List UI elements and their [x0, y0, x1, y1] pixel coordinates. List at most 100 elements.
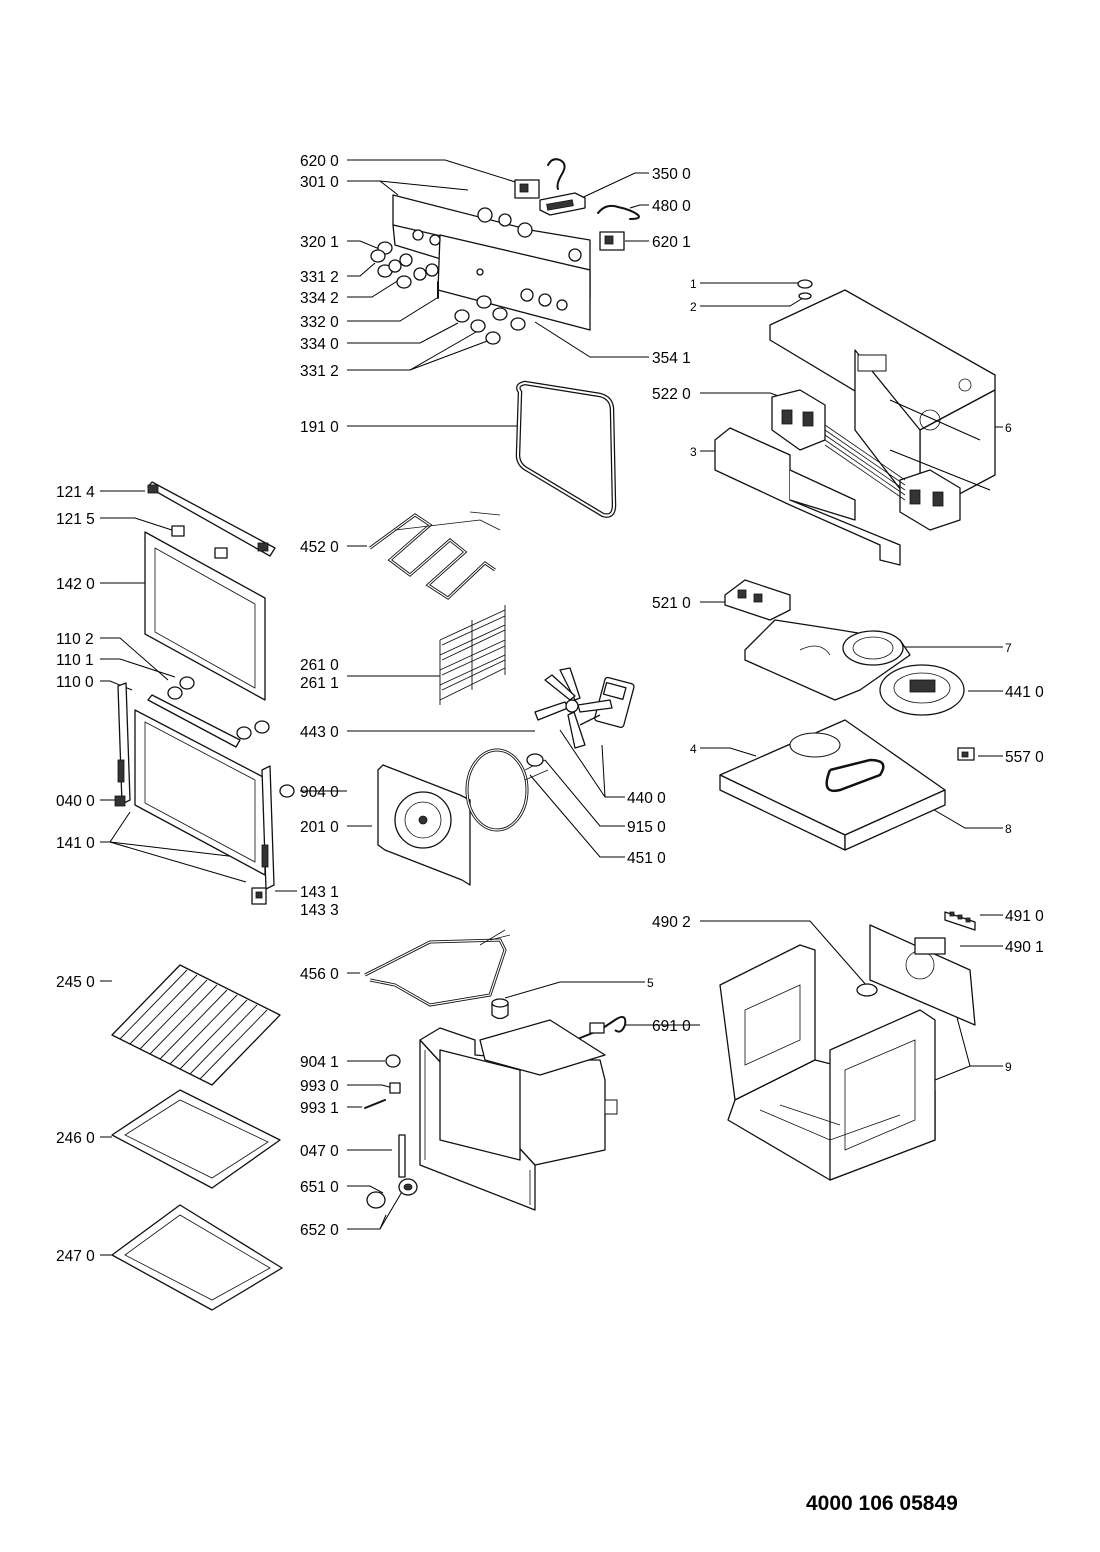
door-frame-110-0 [134, 694, 266, 876]
callout-915-0: 915 0 [627, 819, 666, 836]
lower-element-456-0 [364, 929, 511, 1007]
callout-332-0: 332 0 [300, 314, 339, 331]
callout-110-1: 110 1 [56, 652, 94, 669]
callout-904-1: 904 1 [300, 1054, 339, 1071]
knob-904-1 [385, 1054, 401, 1068]
oven-cavity [419, 1019, 618, 1211]
callout-904-0: 904 0 [300, 784, 339, 801]
gasket-191-0 [515, 380, 617, 518]
callout-3: 3 [690, 445, 697, 459]
bezel-652-0 [398, 1178, 418, 1196]
strip-047-0 [398, 1134, 406, 1178]
knobs-right-group [454, 295, 526, 345]
callout-440-0: 440 0 [627, 790, 666, 807]
fan-blade-443-0 [534, 667, 613, 749]
callout-121-5: 121 5 [56, 511, 95, 528]
callout-620-1: 620 1 [652, 234, 691, 251]
callout-441-0: 441 0 [1005, 684, 1044, 701]
callout-443-0: 443 0 [300, 724, 339, 741]
callout-5: 5 [647, 976, 654, 990]
bottom-plate-4 [719, 719, 946, 851]
part-915-0 [526, 753, 544, 767]
probe-691-0 [574, 1015, 627, 1041]
callout-301-0: 301 0 [300, 174, 339, 191]
callout-040-0: 040 0 [56, 793, 95, 810]
part-557-0 [957, 747, 975, 761]
fan-housing-7 [744, 619, 911, 701]
callout-1: 1 [690, 277, 697, 291]
callout-201-0: 201 0 [300, 819, 339, 836]
door-glass-142-0 [144, 531, 266, 701]
callout-191-0: 191 0 [300, 419, 339, 436]
door-top-trim-121-4 [147, 481, 276, 557]
callout-labels: 620 0 301 0 350 0 480 0 620 1 320 1 331 … [56, 153, 1044, 1265]
circular-element-451-0 [465, 748, 549, 832]
callout-261-0: 261 0 [300, 657, 339, 674]
callout-993-0: 993 0 [300, 1078, 339, 1095]
callout-452-0: 452 0 [300, 539, 339, 556]
latch-040-0 [114, 795, 126, 807]
parts-drawings [111, 158, 996, 1311]
callout-143-3: 143 3 [300, 902, 339, 919]
knobs-left-group [370, 241, 439, 299]
callout-9: 9 [1005, 1060, 1012, 1074]
callout-521-0: 521 0 [652, 595, 691, 612]
callout-490-2: 490 2 [652, 914, 691, 931]
callout-143-1: 143 1 [300, 884, 339, 901]
callout-246-0: 246 0 [56, 1130, 95, 1147]
callout-247-0: 247 0 [56, 1248, 95, 1265]
ring-1 [797, 279, 813, 289]
callout-331-2-lower: 331 2 [300, 363, 339, 380]
display-350-0 [539, 192, 586, 216]
callout-620-0: 620 0 [300, 153, 339, 170]
relay-boards-522-0 [771, 389, 961, 531]
hinge-143 [251, 887, 267, 905]
grommet-490-2 [856, 983, 878, 997]
wire-rack-245-0 [111, 964, 281, 1086]
outer-casing-9 [719, 944, 936, 1181]
grill-element-452-0 [369, 511, 501, 600]
callout-110-0: 110 0 [56, 674, 94, 691]
callout-261-1: 261 1 [300, 675, 339, 692]
callout-522-0: 522 0 [652, 386, 691, 403]
lamp-5 [491, 998, 509, 1020]
knob-651-0 [366, 1191, 386, 1209]
callout-110-2: 110 2 [56, 631, 94, 648]
callout-350-0: 350 0 [652, 166, 691, 183]
callout-557-0: 557 0 [1005, 749, 1044, 766]
callout-491-0: 491 0 [1005, 908, 1044, 925]
callout-320-1: 320 1 [300, 234, 339, 251]
callout-8: 8 [1005, 822, 1012, 836]
fan-motor-440-0 [579, 676, 635, 729]
wire-480-0 [597, 204, 640, 220]
document-number: 4000 106 05849 [806, 1492, 958, 1515]
callout-490-1: 490 1 [1005, 939, 1044, 956]
callout-331-2-upper: 331 2 [300, 269, 339, 286]
callout-121-4: 121 4 [56, 484, 95, 501]
switch-620-1 [599, 231, 625, 251]
callout-334-0: 334 0 [300, 336, 339, 353]
callout-451-0: 451 0 [627, 850, 666, 867]
callout-354-1: 354 1 [652, 350, 691, 367]
back-panel-201-0 [377, 764, 471, 886]
part-993-0 [389, 1082, 401, 1094]
callout-993-1: 993 1 [300, 1100, 339, 1117]
cooling-fan-441-0 [879, 664, 965, 716]
ring-2 [798, 292, 812, 300]
callout-7: 7 [1005, 641, 1012, 655]
tray-246-0 [111, 1089, 281, 1189]
callout-691-0: 691 0 [652, 1018, 691, 1035]
callout-141-0: 141 0 [56, 835, 95, 852]
tray-247-0 [111, 1204, 283, 1311]
module-521-0 [724, 579, 791, 621]
callout-456-0: 456 0 [300, 966, 339, 983]
glass-pads-110 [167, 676, 270, 740]
knob-904-0 [279, 784, 295, 798]
door-side-rails [117, 682, 275, 890]
callout-652-0: 652 0 [300, 1222, 339, 1239]
callout-480-0: 480 0 [652, 198, 691, 215]
part-490-1 [914, 937, 946, 955]
callout-2: 2 [690, 300, 697, 314]
